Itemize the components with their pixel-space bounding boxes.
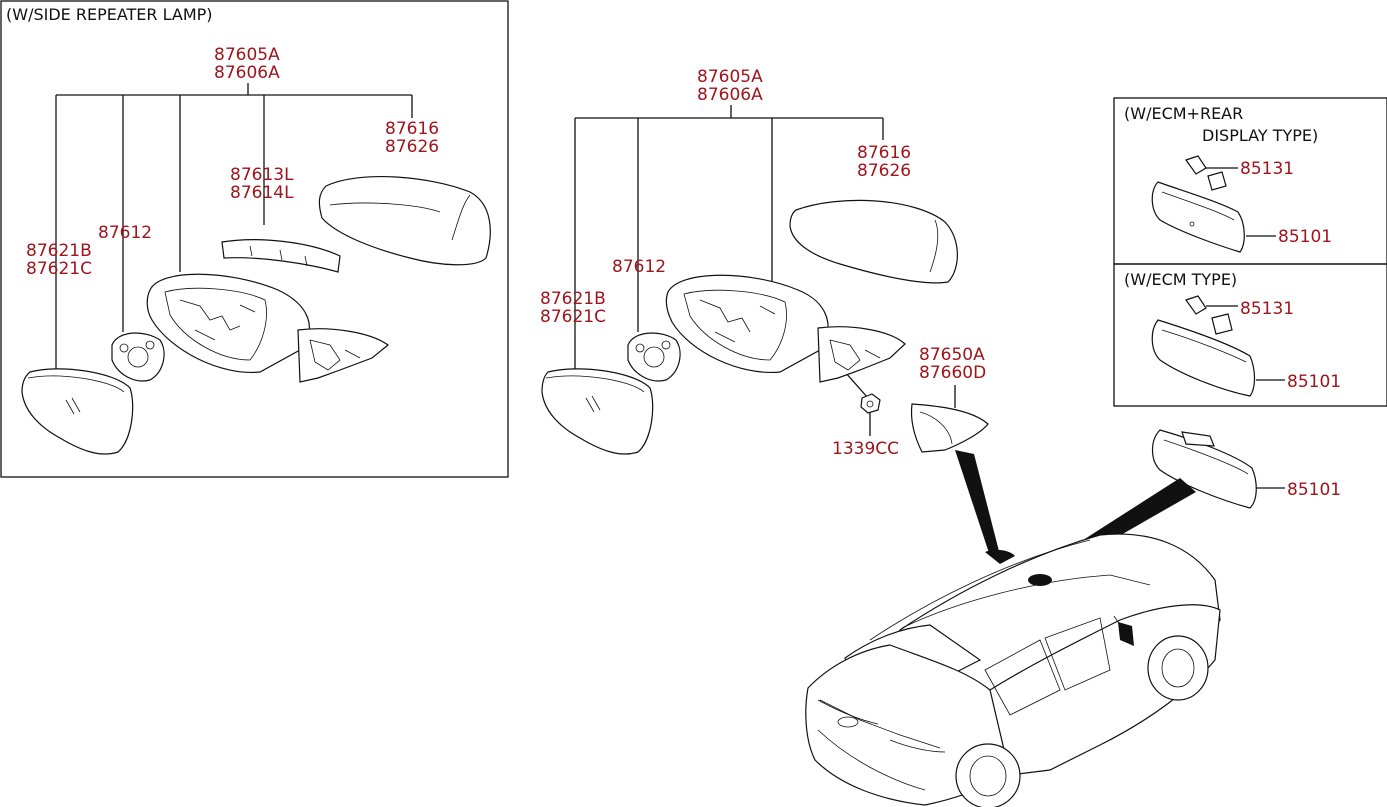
side-repeater-title: (W/SIDE REPEATER LAMP) <box>6 5 213 24</box>
left-cover-label-b: 87626 <box>385 137 439 157</box>
mirror-label: 85101 <box>1287 480 1341 500</box>
center-garnish <box>910 403 989 453</box>
left-actuator-label: 87612 <box>98 223 152 243</box>
ecm-rear-bracket-label: 85131 <box>1240 159 1294 179</box>
left-mirror-cover <box>318 176 491 266</box>
center-leader-lines <box>574 105 884 372</box>
left-glass-label-a: 87621B <box>26 241 92 261</box>
left-lamp-label-a: 87613L <box>230 165 294 185</box>
center-mirror-cover <box>789 199 958 284</box>
center-garnish-label-a: 87650A <box>919 345 985 365</box>
left-lamp-label-b: 87614L <box>230 183 294 203</box>
pointer-outside-mirror <box>955 450 1000 556</box>
left-mirror-housing <box>146 273 389 383</box>
center-cover-label-a: 87616 <box>857 143 911 163</box>
side-repeater-box <box>0 0 509 478</box>
left-leader-lines <box>55 83 413 372</box>
center-mirror-housing <box>665 274 906 383</box>
left-assy-label-b: 87606A <box>214 63 280 83</box>
left-mirror-glass <box>21 368 134 455</box>
center-actuator-label: 87612 <box>612 257 666 277</box>
inside-rear-mirror <box>1151 429 1257 509</box>
left-repeater-lamp <box>221 239 341 273</box>
left-glass-label-b: 87621C <box>26 259 92 279</box>
car-illustration <box>805 533 1221 807</box>
ecm-rear-mirror <box>1151 181 1245 253</box>
ecm-leaders <box>1206 305 1285 381</box>
ecm-type-title: (W/ECM TYPE) <box>1124 270 1237 289</box>
ecm-rear-mirror-label: 85101 <box>1278 227 1332 247</box>
center-garnish-leaders <box>844 371 956 436</box>
center-glass-label-a: 87621B <box>540 289 606 309</box>
ecm-bracket <box>1185 295 1233 335</box>
left-assy-label-a: 87605A <box>214 45 280 65</box>
center-nut-label: 1339CC <box>832 439 899 459</box>
center-nut <box>860 393 881 414</box>
ecm-rear-title-line2: DISPLAY TYPE) <box>1202 126 1318 145</box>
ecm-type-box <box>1113 263 1387 407</box>
center-mirror-glass <box>541 368 654 455</box>
center-glass-label-b: 87621C <box>540 307 606 327</box>
left-cover-label-a: 87616 <box>385 119 439 139</box>
center-assy-label-a: 87605A <box>697 67 763 87</box>
center-assy-label-b: 87606A <box>697 85 763 105</box>
center-actuator <box>627 332 681 382</box>
center-cover-label-b: 87626 <box>857 161 911 181</box>
ecm-rear-bracket <box>1185 155 1227 191</box>
center-garnish-label-b: 87660D <box>919 363 986 383</box>
ecm-rear-title-line1: (W/ECM+REAR <box>1124 104 1243 123</box>
left-actuator <box>111 332 165 382</box>
ecm-mirror <box>1151 319 1256 397</box>
ecm-bracket-label: 85131 <box>1240 299 1294 319</box>
ecm-mirror-label: 85101 <box>1287 372 1341 392</box>
ecm-rear-leaders <box>1206 167 1276 237</box>
